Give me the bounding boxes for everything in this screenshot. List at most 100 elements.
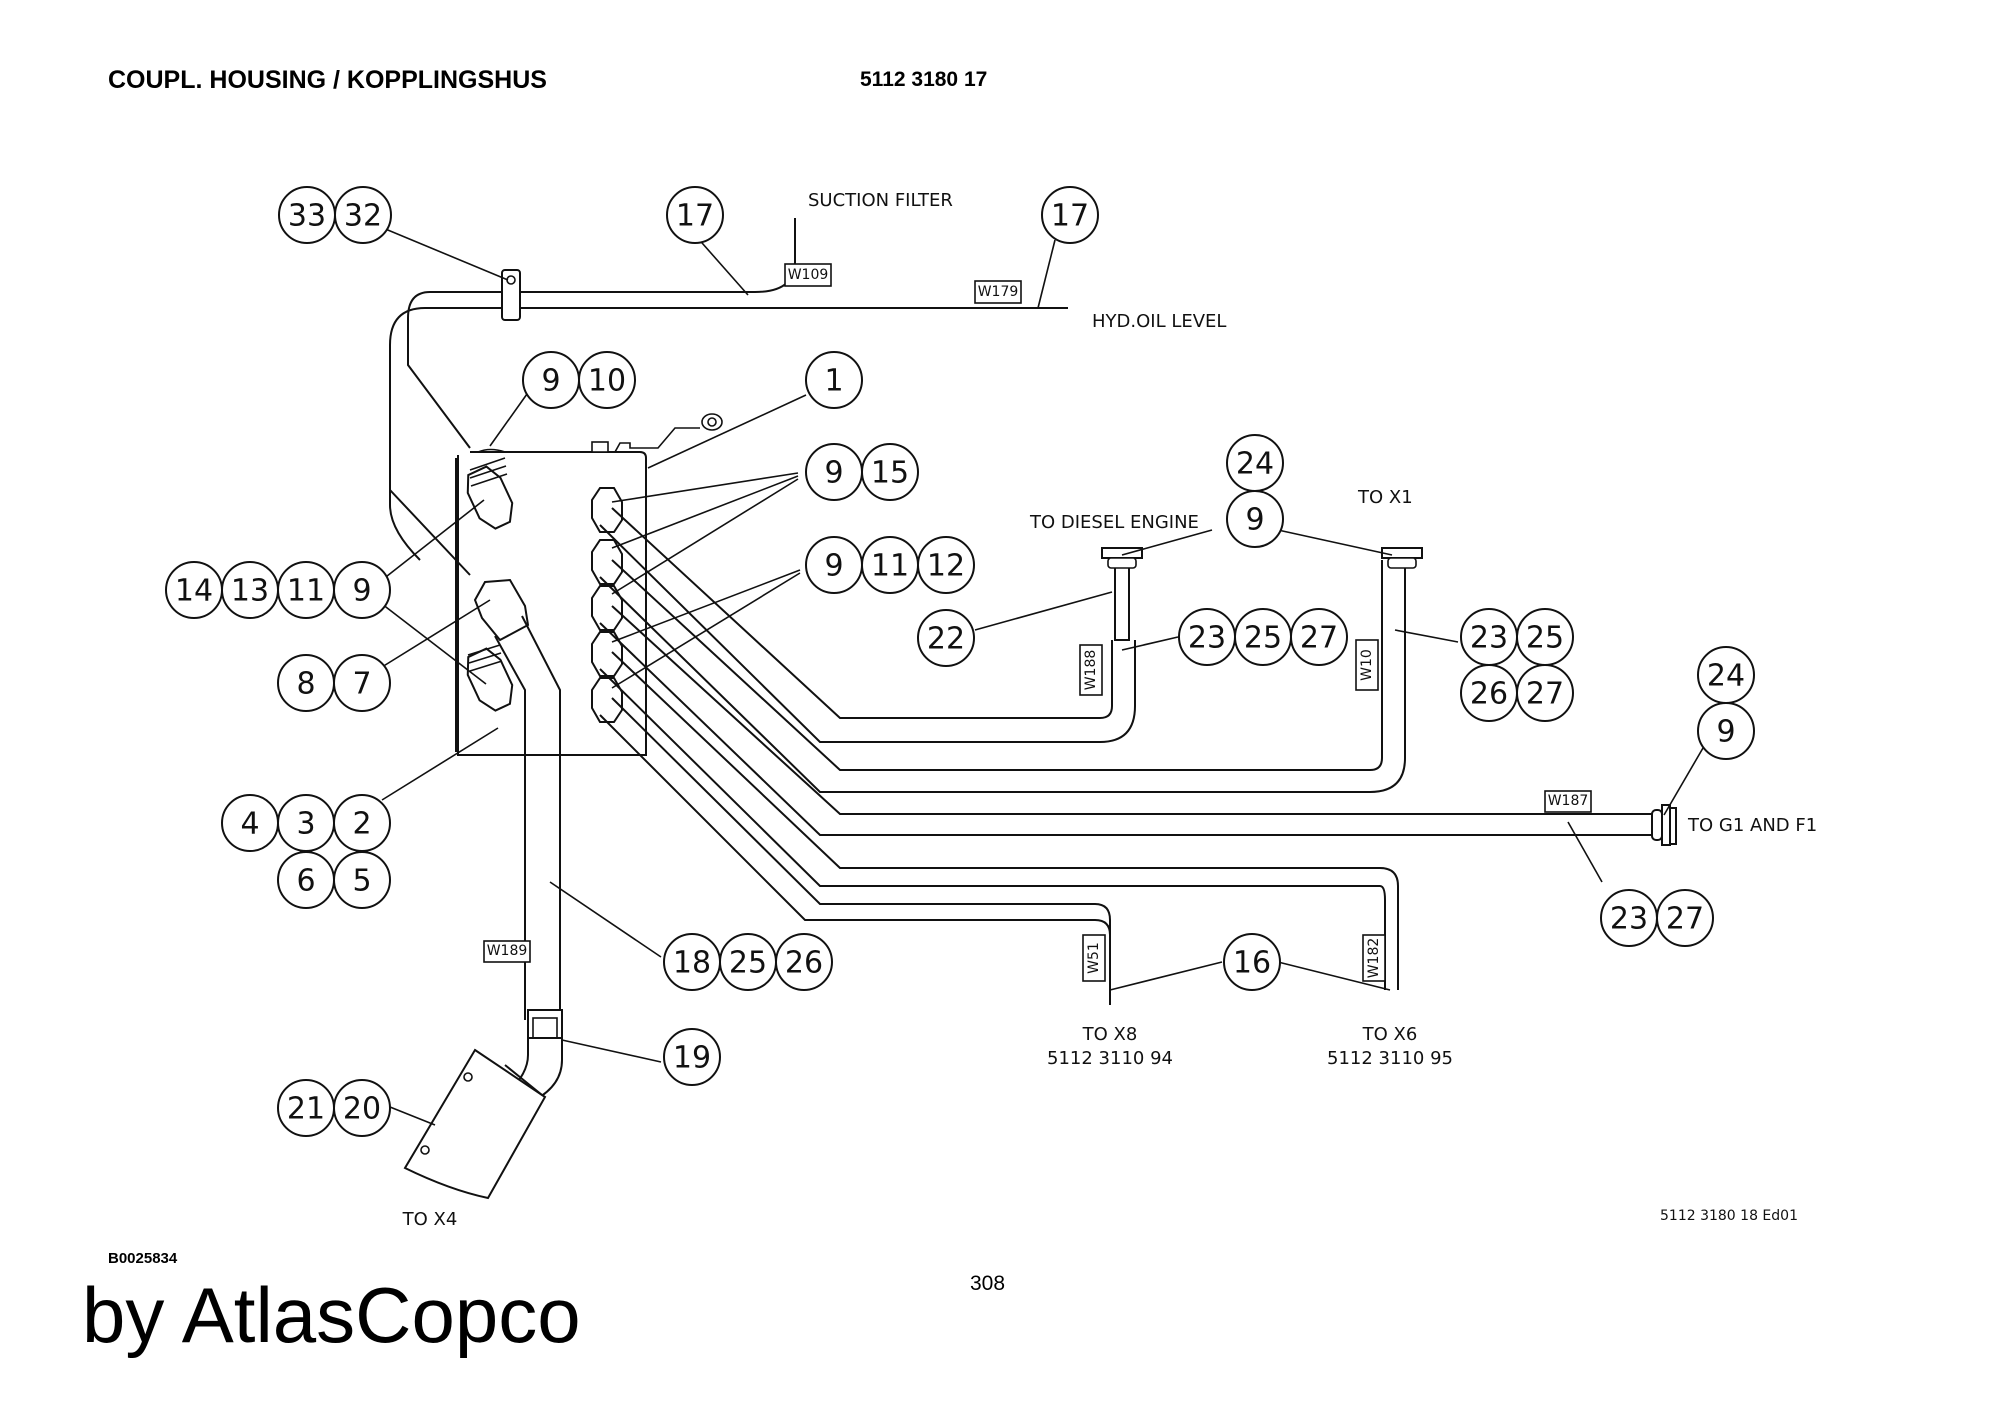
callout-number: 11 xyxy=(287,574,325,609)
callout-circle xyxy=(333,654,391,712)
callout-circle xyxy=(861,443,919,501)
callout-c23-25-27: 23 25 27 xyxy=(1178,608,1348,666)
callout-number: 23 xyxy=(1470,621,1508,656)
drawing-reference: 5112 3180 18 Ed01 xyxy=(1660,1208,1798,1224)
callout-number: 2 xyxy=(352,807,371,842)
callout-number: 26 xyxy=(785,946,823,981)
callout-number: 16 xyxy=(1233,946,1271,981)
callout-circle xyxy=(1041,186,1099,244)
leader-lines xyxy=(381,227,1704,1126)
hose-tag-w182: W182 xyxy=(1362,934,1386,982)
callout-number: 15 xyxy=(871,456,909,491)
label-to-x6-part: 5112 3110 95 xyxy=(1327,1048,1453,1069)
callout-number: 9 xyxy=(352,574,371,609)
callout-c1: 1 xyxy=(805,351,863,409)
hose-tag-w109: W109 xyxy=(784,263,832,287)
hose-tag-w51: W51 xyxy=(1082,934,1106,982)
page-number: 308 xyxy=(970,1272,1006,1295)
label-to-diesel-engine: TO DIESEL ENGINE xyxy=(1029,512,1199,533)
callout-number: 8 xyxy=(296,667,315,702)
callout-number: 5 xyxy=(352,864,371,899)
callout-number: 18 xyxy=(673,946,711,981)
callout-number: 17 xyxy=(676,199,714,234)
callout-number: 6 xyxy=(296,864,315,899)
callout-circle xyxy=(663,1028,721,1086)
callout-circle xyxy=(1226,490,1284,548)
suction-strainer xyxy=(403,1009,563,1200)
callout-number: 27 xyxy=(1666,902,1704,937)
fitting-right-5 xyxy=(591,677,623,723)
callout-circle xyxy=(917,609,975,667)
callout-number: 27 xyxy=(1526,677,1564,712)
callout-circle xyxy=(334,186,392,244)
callout-circle xyxy=(1656,889,1714,947)
callout-number: 10 xyxy=(588,364,626,399)
callout-number: 20 xyxy=(343,1092,381,1127)
hose-w188-end xyxy=(1101,547,1143,641)
callout-number: 27 xyxy=(1300,621,1338,656)
hose-tag-w179: W179 xyxy=(974,280,1022,304)
fittings-right xyxy=(591,487,623,723)
callout-c24-9-top: 249 xyxy=(1226,434,1284,548)
document-id: B0025834 xyxy=(108,1250,178,1267)
hose-w187-end xyxy=(1651,804,1677,846)
callout-circle xyxy=(578,351,636,409)
callout-number: 23 xyxy=(1610,902,1648,937)
callout-c23-27-bottom: 23 27 xyxy=(1600,889,1714,947)
hose-tag-w189: W189 xyxy=(483,940,531,963)
callout-c33-32: 33 32 xyxy=(278,186,392,244)
elbow-fitting xyxy=(473,578,561,1020)
callout-circle xyxy=(805,351,863,409)
callout-circle xyxy=(333,851,391,909)
label-to-x8: TO X8 xyxy=(1082,1024,1138,1045)
callout-number: 25 xyxy=(1526,621,1564,656)
part-number: 5112 3180 17 xyxy=(860,68,988,91)
svg-text:W187: W187 xyxy=(1548,793,1589,809)
hose-clamp xyxy=(501,269,521,321)
callout-number: 23 xyxy=(1188,621,1226,656)
callout-c16: 16 xyxy=(1223,933,1281,991)
page-title: COUPL. HOUSING / KOPPLINGSHUS xyxy=(108,66,547,94)
label-to-x1: TO X1 xyxy=(1357,487,1413,508)
callout-circle xyxy=(1223,933,1281,991)
callout-number: 11 xyxy=(871,549,909,584)
svg-text:W10: W10 xyxy=(1359,649,1375,681)
callout-number: 26 xyxy=(1470,677,1508,712)
callout-number: 9 xyxy=(1245,503,1264,538)
callout-number: 17 xyxy=(1051,199,1089,234)
callout-number: 32 xyxy=(344,199,382,234)
callout-number: 33 xyxy=(288,199,326,234)
callout-number: 3 xyxy=(296,807,315,842)
callout-number: 21 xyxy=(287,1092,325,1127)
fitting-right-1 xyxy=(591,487,623,533)
hose-tag-w10: W10 xyxy=(1355,639,1379,691)
svg-text:W51: W51 xyxy=(1086,942,1102,974)
fitting-lower-left xyxy=(466,644,514,712)
callout-number: 19 xyxy=(673,1041,711,1076)
callout-circle xyxy=(917,536,975,594)
fitting-right-3 xyxy=(591,585,623,631)
label-to-x6: TO X6 xyxy=(1362,1024,1418,1045)
fitting-right-2 xyxy=(591,539,623,585)
callout-number: 22 xyxy=(927,622,965,657)
callout-c19: 19 xyxy=(663,1028,721,1086)
callout-circle xyxy=(333,561,391,619)
callout-number: 7 xyxy=(352,667,371,702)
hose-w10-end xyxy=(1381,547,1423,569)
label-to-x4: TO X4 xyxy=(402,1209,458,1230)
callout-c21-20: 21 20 xyxy=(277,1079,391,1137)
label-to-g1-f1: TO G1 AND F1 xyxy=(1687,815,1817,836)
hose-tag-w187: W187 xyxy=(1544,790,1592,813)
callout-number: 14 xyxy=(175,574,213,609)
label-hyd-oil-level: HYD.OIL LEVEL xyxy=(1092,311,1226,332)
callout-circle xyxy=(333,1079,391,1137)
callout-number: 25 xyxy=(1244,621,1282,656)
callout-circle xyxy=(1516,664,1574,722)
callout-number: 12 xyxy=(927,549,965,584)
callout-number: 13 xyxy=(231,574,269,609)
callout-c23-25-right: 23 25 xyxy=(1460,608,1574,666)
